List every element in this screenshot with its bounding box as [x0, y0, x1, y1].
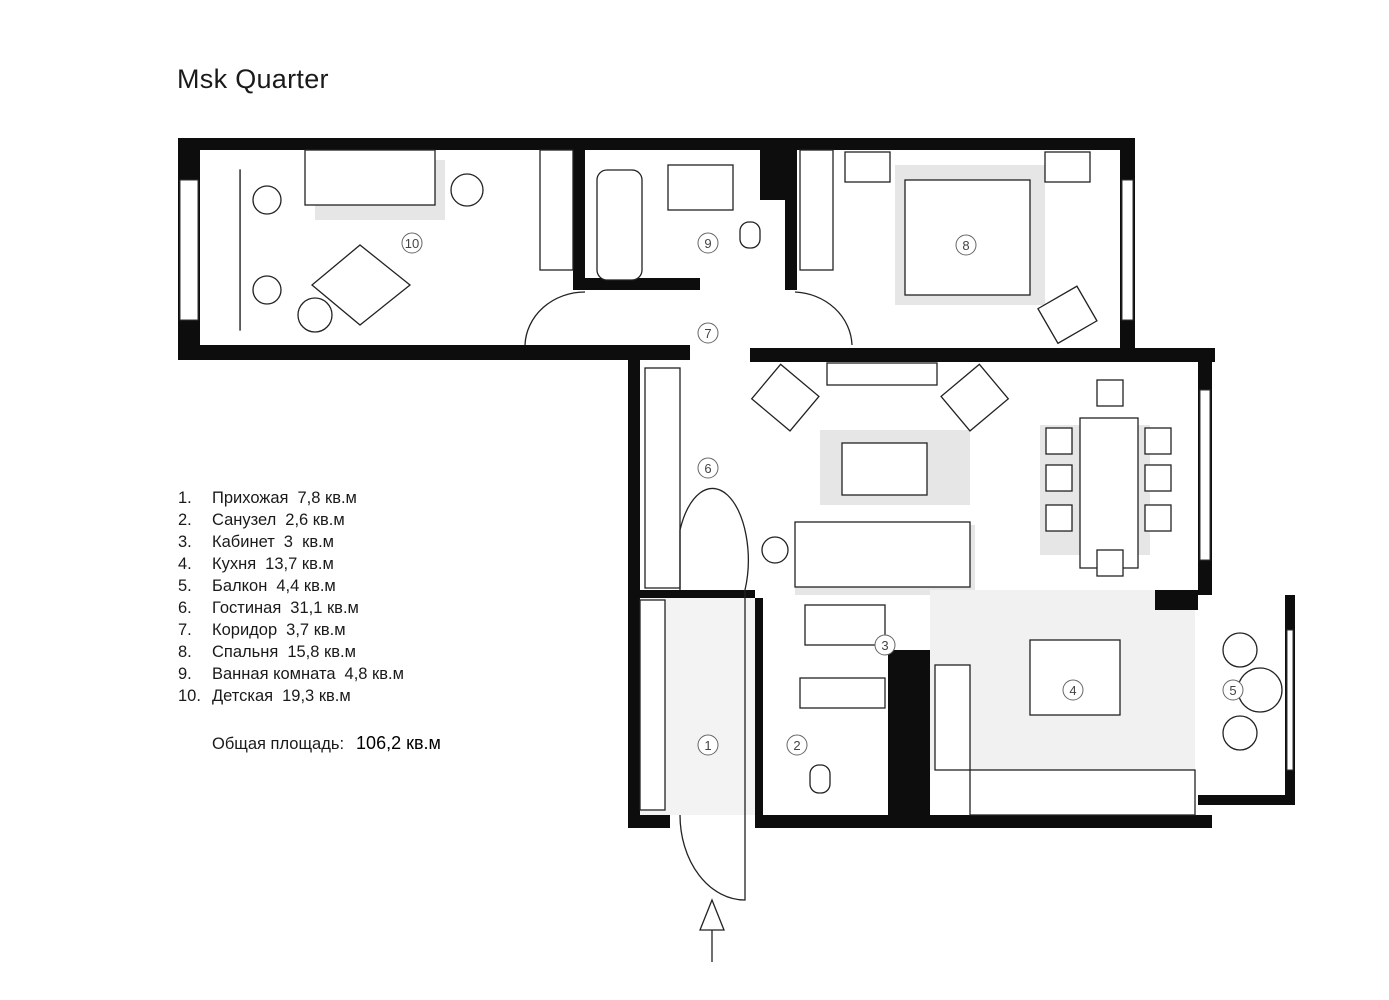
legend-name: Детская [212, 687, 274, 705]
legend-area: 19,3 кв.м [282, 687, 351, 705]
room-marker-4: 4 [1062, 679, 1084, 701]
room-marker-2: 2 [786, 734, 808, 756]
sofa [794, 521, 971, 588]
svg-text:5: 5 [1229, 683, 1236, 698]
legend-num: 8. [178, 643, 192, 661]
legend-row: 2. Санузел 2,6 кв.м [178, 509, 404, 531]
legend-row: 7. Коридор 3,7 кв.м [178, 619, 404, 641]
sink-cabinet [667, 164, 734, 211]
svg-text:10: 10 [405, 236, 419, 251]
room-marker-8: 8 [955, 234, 977, 256]
desk [799, 677, 886, 709]
svg-text:4: 4 [1069, 683, 1076, 698]
svg-text:1: 1 [704, 738, 711, 753]
legend-name: Спальня [212, 643, 279, 661]
bathtub [596, 169, 643, 281]
legend-num: 7. [178, 621, 192, 639]
legend-name: Балкон [212, 577, 268, 595]
legend-area: 2,6 кв.м [285, 511, 345, 529]
legend-name: Кабинет [212, 533, 275, 551]
windows [179, 179, 1294, 771]
room-marker-9: 9 [697, 232, 719, 254]
legend-row: 5. Балкон 4,4 кв.м [178, 575, 404, 597]
room-marker-3: 3 [874, 634, 896, 656]
toilet [809, 764, 831, 794]
plan-title: Msk Quarter [177, 64, 329, 94]
pouf [450, 173, 484, 207]
toilet-bath [739, 221, 761, 249]
coffee-table [841, 442, 928, 496]
legend-area: 4,4 кв.м [276, 577, 336, 595]
furniture [239, 149, 1283, 816]
play-mat [310, 244, 412, 326]
tv-stand [826, 362, 938, 386]
legend-row: 3. Кабинет 3 кв.м [178, 531, 404, 553]
legend-num: 10. [178, 687, 201, 705]
room-marker-6: 6 [697, 457, 719, 479]
hall-wardrobe [644, 367, 681, 589]
legend-row: 8. Спальня 15,8 кв.м [178, 641, 404, 663]
svg-text:9: 9 [704, 236, 711, 251]
legend-num: 9. [178, 665, 192, 683]
room-legend: 1. Прихожая 7,8 кв.м 2. Санузел 2,6 кв.м 3. Каб… [178, 487, 404, 707]
legend-num: 6. [178, 599, 192, 617]
total-area: Общая площадь: 106,2 кв.м [212, 733, 441, 754]
legend-num: 4. [178, 555, 192, 573]
legend-area: 3,7 кв.м [286, 621, 346, 639]
dining-table [1079, 417, 1139, 569]
entrance-arrow-icon [699, 898, 725, 962]
legend-row: 6. Гостиная 31,1 кв.м [178, 597, 404, 619]
legend-area: 15,8 кв.м [287, 643, 356, 661]
legend-name: Санузел [212, 511, 277, 529]
doors [524, 291, 853, 901]
legend-num: 1. [178, 489, 192, 507]
room-marker-7: 7 [697, 322, 719, 344]
wardrobe [539, 149, 574, 271]
legend-name: Ванная комната [212, 665, 336, 683]
room-marker-1: 1 [697, 734, 719, 756]
total-area-label: Общая площадь: [212, 735, 345, 753]
legend-area: 13,7 кв.м [265, 555, 334, 573]
legend-row: 10. Детская 19,3 кв.м [178, 685, 404, 707]
room-marker-10: 10 [401, 232, 423, 254]
svg-text:8: 8 [962, 238, 969, 253]
legend-name: Коридор [212, 621, 278, 639]
svg-text:3: 3 [881, 638, 888, 653]
legend-num: 2. [178, 511, 192, 529]
room-marker-5: 5 [1222, 679, 1244, 701]
kitchen-counter [969, 769, 1196, 816]
legend-area: 31,1 кв.м [290, 599, 359, 617]
svg-text:2: 2 [793, 738, 800, 753]
wardrobe-bedroom [799, 149, 834, 271]
legend-area: 7,8 кв.м [297, 489, 357, 507]
legend-name: Прихожая [212, 489, 289, 507]
svg-text:7: 7 [704, 326, 711, 341]
total-area-value: 106,2 кв.м [356, 733, 441, 753]
legend-area: 4,8 кв.м [344, 665, 404, 683]
legend-area: 3 кв.м [283, 533, 335, 551]
kitchen-island [1029, 639, 1121, 716]
room-markers: 1 2 3 4 5 6 7 8 9 10 [401, 232, 1244, 756]
svg-text:6: 6 [704, 461, 711, 476]
legend-name: Кухня [212, 555, 257, 573]
legend-num: 5. [178, 577, 192, 595]
legend-row: 1. Прихожая 7,8 кв.м [178, 487, 404, 509]
legend-row: 4. Кухня 13,7 кв.м [178, 553, 404, 575]
entry-wardrobe [639, 599, 666, 811]
legend-name: Гостиная [212, 599, 282, 617]
kids-bed [304, 149, 436, 206]
legend-row: 9. Ванная комната 4,8 кв.м [178, 663, 404, 685]
legend-num: 3. [178, 533, 192, 551]
